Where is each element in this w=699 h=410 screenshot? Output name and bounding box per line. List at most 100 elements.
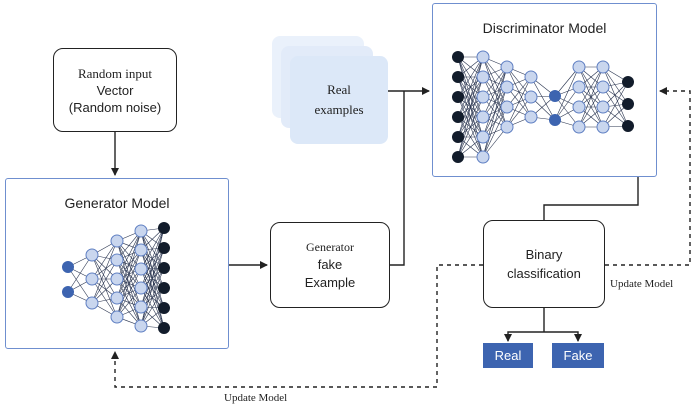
network-connection <box>506 76 532 128</box>
network-connection <box>602 66 629 127</box>
network-node <box>134 224 148 238</box>
network-node <box>622 120 634 132</box>
network-node <box>452 91 464 103</box>
network-node <box>452 51 464 63</box>
network-connection <box>602 81 629 128</box>
discriminator-network <box>452 50 634 164</box>
output-fake-label: Fake <box>563 348 593 363</box>
network-node <box>85 296 99 310</box>
network-connection <box>116 230 142 280</box>
network-node <box>110 253 124 267</box>
network-node <box>549 114 561 126</box>
generator-network <box>62 222 170 334</box>
network-node <box>452 71 464 83</box>
network-connection <box>140 247 165 327</box>
network-connection <box>554 95 580 128</box>
network-connection <box>116 249 142 318</box>
network-node <box>476 150 490 164</box>
generator-fake-box: Generator fake Example <box>270 222 390 308</box>
network-connection <box>554 86 580 121</box>
edge-to-output-real <box>504 331 544 342</box>
network-node <box>596 100 610 114</box>
network-node <box>476 90 490 104</box>
edge-discriminator-to-binary <box>543 177 639 220</box>
network-connection <box>91 254 118 299</box>
generator-fake-line2: fake <box>317 257 343 272</box>
network-connection <box>482 66 508 118</box>
network-node <box>158 302 170 314</box>
output-real-tag: Real <box>483 343 533 368</box>
network-node <box>500 100 514 114</box>
network-connection <box>91 240 118 304</box>
network-connection <box>67 254 93 293</box>
network-node <box>110 310 124 324</box>
network-connection <box>578 66 604 108</box>
network-node <box>476 70 490 84</box>
network-node <box>134 300 148 314</box>
network-node <box>62 286 74 298</box>
network-connection <box>602 86 629 127</box>
update-model-bottom-label: Update Model <box>224 392 288 404</box>
network-connection <box>530 76 556 121</box>
network-connection <box>140 227 165 289</box>
network-connection <box>457 116 484 158</box>
network-connection <box>140 230 165 289</box>
network-node <box>452 131 464 143</box>
binary-classification-line2: classification <box>507 266 581 281</box>
network-connection <box>140 249 165 309</box>
network-node <box>85 248 99 262</box>
random-input-line2: Vector <box>96 82 134 98</box>
network-connection <box>140 249 165 289</box>
network-node <box>158 262 170 274</box>
binary-classification-line1: Binary <box>525 247 563 262</box>
edge-to-output-fake <box>544 331 582 342</box>
network-node <box>500 80 514 94</box>
network-connection <box>91 240 118 280</box>
network-connection <box>482 86 508 158</box>
network-connection <box>578 86 604 128</box>
edge-update-generator <box>111 264 483 388</box>
network-node <box>622 76 634 88</box>
network-node <box>549 90 561 102</box>
network-node <box>596 60 610 74</box>
generator-fake-line3: Example <box>304 275 356 290</box>
network-node <box>572 100 586 114</box>
network-connection <box>140 287 165 327</box>
network-node <box>158 282 170 294</box>
discriminator-model-title: Discriminator Model <box>482 20 607 36</box>
network-connection <box>140 227 165 270</box>
network-node <box>158 222 170 234</box>
network-node <box>572 60 586 74</box>
network-node <box>476 50 490 64</box>
generator-fake-line1: Generator <box>306 240 354 254</box>
network-node <box>476 110 490 124</box>
network-node <box>476 130 490 144</box>
network-connection <box>457 56 484 118</box>
edge-fake-to-discriminator <box>390 91 405 266</box>
network-node <box>110 272 124 286</box>
network-node <box>500 120 514 134</box>
network-connection <box>91 278 118 318</box>
network-node <box>524 90 538 104</box>
network-connection <box>67 266 93 304</box>
random-input-line1: Random input <box>77 65 153 81</box>
binary-classification-box: Binary classification <box>483 220 605 308</box>
network-connection <box>91 259 118 304</box>
network-node <box>110 291 124 305</box>
network-node <box>622 98 634 110</box>
network-connection <box>457 56 484 98</box>
network-node <box>452 151 464 163</box>
network-connection <box>602 66 629 105</box>
network-node <box>158 322 170 334</box>
random-input-box: Random input Vector (Random noise) <box>53 48 177 132</box>
network-node <box>85 272 99 286</box>
network-node <box>452 111 464 123</box>
generator-model-title: Generator Model <box>64 195 170 211</box>
network-connection <box>457 96 484 158</box>
network-connection <box>116 268 142 318</box>
network-connection <box>482 66 508 138</box>
network-connection <box>140 268 165 309</box>
network-node <box>572 80 586 94</box>
edge-update-discriminator <box>605 87 691 266</box>
